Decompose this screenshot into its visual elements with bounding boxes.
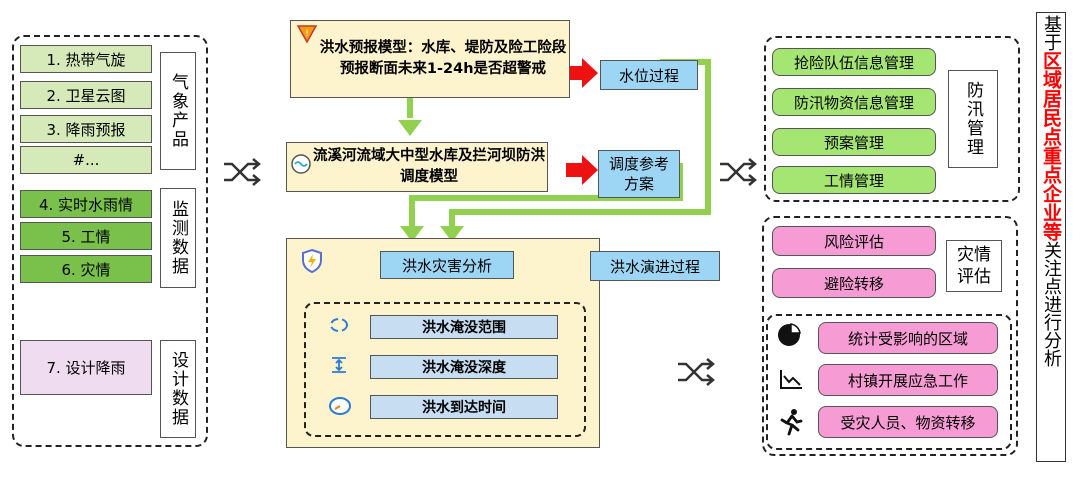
flood-material-management: 防汛物资信息管理 (772, 88, 936, 116)
shuffle-icon (224, 158, 261, 186)
monitor-label: 监测数据 (160, 188, 196, 288)
cycle-icon (330, 318, 348, 332)
risk-assessment: 风险评估 (772, 226, 936, 256)
monitor-item-3: 6. 灾情 (20, 255, 152, 283)
disaster-evaluation-label: 灾情评估 (946, 240, 1002, 292)
input-data-panel (12, 35, 208, 447)
line-chart-icon (780, 370, 802, 389)
rescue-team-management: 抢险队伍信息管理 (772, 48, 936, 76)
inundation-extent: 洪水淹没范围 (370, 315, 558, 339)
disaster-evaluation-panel (762, 216, 1018, 456)
disaster-analysis-title: 洪水灾害分析 (380, 251, 514, 279)
weather-item-3: 3. 降雨预报 (20, 115, 152, 143)
village-emergency-work: 村镇开展应急工作 (818, 364, 998, 396)
design-item: 7. 设计降雨 (20, 340, 152, 395)
depth-icon (332, 357, 346, 373)
flood-routing-output: 洪水演进过程 (590, 251, 720, 281)
title-highlight: 区域居民点重点企业等 (1040, 51, 1062, 241)
shuffle-icon (720, 158, 757, 186)
weather-item-4: #... (20, 146, 152, 174)
dam-gauge-icon (291, 154, 311, 174)
shuffle-icon (678, 358, 715, 386)
running-person-icon (780, 409, 803, 436)
affected-area-stats: 统计受影响的区域 (818, 322, 998, 354)
reservoir-dispatch-model-text: 流溪河流域大中型水库及拦河坝防洪调度模型 (313, 148, 545, 185)
analysis-focus-title: 基于 区域居民点重点企业等 关注点进行分析 (1036, 12, 1066, 462)
pie-chart-icon (778, 323, 801, 346)
monitor-item-2: 5. 工情 (20, 222, 152, 250)
warning-triangle-icon: ! (296, 25, 318, 44)
flood-results-group (304, 302, 586, 437)
water-level-output: 水位过程 (600, 60, 698, 90)
title-suffix: 关注点进行分析 (1041, 241, 1062, 367)
evacuation: 避险转移 (772, 268, 936, 298)
impact-group (766, 314, 1012, 450)
flood-management-label: 防汛管理 (948, 70, 998, 168)
shield-lightning-icon (302, 248, 322, 274)
inundation-depth: 洪水淹没深度 (370, 355, 558, 379)
monitor-item-1: 4. 实时水雨情 (20, 190, 152, 218)
flood-forecast-model-text: 洪水预报模型：水库、堤防及险工险段预报断面未来1-24h是否超警戒 (319, 40, 567, 77)
reservoir-dispatch-model (286, 142, 548, 192)
weather-item-2: 2. 卫星云图 (20, 81, 152, 109)
flood-arrival-time: 洪水到达时间 (370, 395, 558, 419)
clock-icon (329, 397, 351, 415)
flood-forecast-model (290, 20, 570, 98)
disaster-evaluation-label-text: 灾情评估 (957, 245, 991, 287)
dispatch-plan-output: 调度参考方案 (598, 150, 680, 198)
svg-text:!: ! (305, 29, 309, 39)
personnel-material-transfer: 受灾人员、物资转移 (818, 406, 998, 438)
engineering-management: 工情管理 (772, 166, 936, 194)
weather-label: 气象产品 (160, 52, 196, 170)
plan-management: 预案管理 (772, 128, 936, 156)
title-prefix: 基于 (1041, 15, 1062, 51)
weather-item-1: 1. 热带气旋 (20, 45, 152, 73)
design-label: 设计数据 (160, 340, 196, 438)
flood-management-panel (764, 36, 1020, 202)
